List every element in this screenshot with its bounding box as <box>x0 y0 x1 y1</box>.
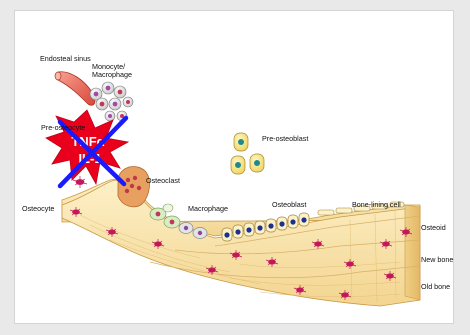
label-osteoid: Osteoid <box>421 223 446 232</box>
bone-front-face <box>62 180 420 306</box>
label-new-bone: New bone <box>421 255 453 264</box>
label-monocyte-line2: Macrophage <box>92 70 132 79</box>
surface-osteocyte <box>73 176 87 188</box>
label-osteoclast: Osteoclast <box>146 176 180 185</box>
monocyte-cluster <box>90 82 133 121</box>
label-macrophage: Macrophage <box>188 204 228 213</box>
label-pre-osteoblast: Pre-osteoblast <box>262 134 308 143</box>
label-old-bone: Old bone <box>421 282 450 291</box>
label-bone-lining-cell: Bone-lining cell <box>352 200 401 209</box>
bone-side-face <box>405 205 420 300</box>
osteoclast-cell <box>118 166 149 206</box>
label-osteoblast: Osteoblast <box>272 200 306 209</box>
label-pre-osteocyte: Pre-osteocyte <box>41 123 85 132</box>
label-endosteal-sinus: Endosteal sinus <box>40 54 91 63</box>
pre-osteoblast-cells <box>231 133 264 174</box>
label-osteocyte: Osteocyte <box>22 204 54 213</box>
endosteal-sinus <box>55 72 95 106</box>
